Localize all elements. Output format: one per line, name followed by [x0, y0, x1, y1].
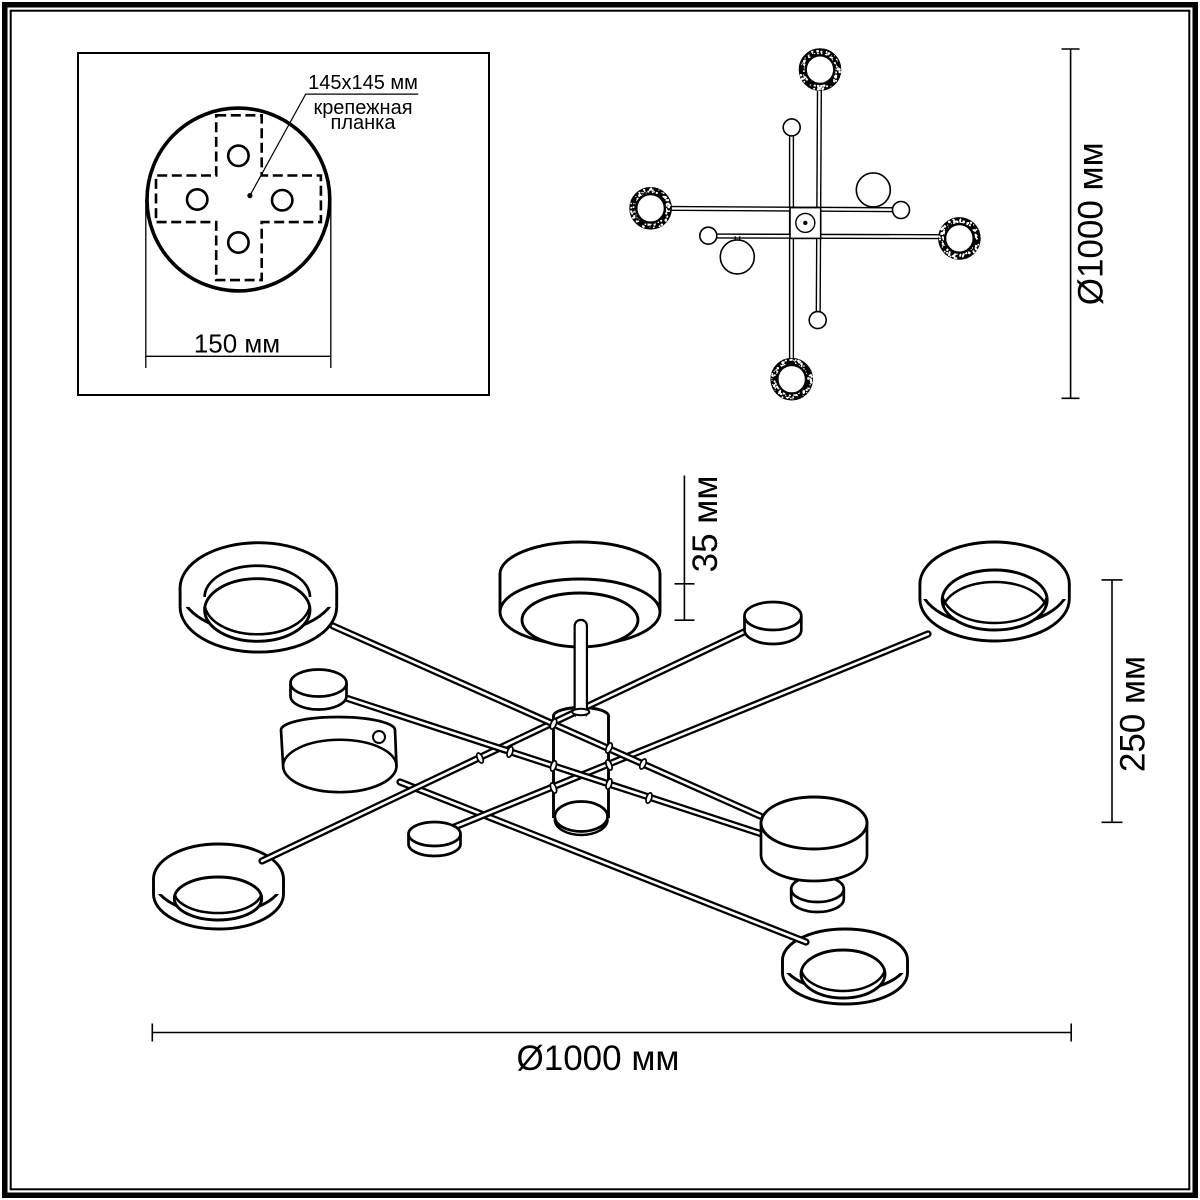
- svg-text:145x145 мм: 145x145 мм: [308, 72, 418, 94]
- svg-text:250 мм: 250 мм: [1114, 656, 1153, 772]
- svg-text:Ø1000 мм: Ø1000 мм: [1071, 142, 1110, 305]
- svg-text:150 мм: 150 мм: [194, 329, 280, 359]
- svg-text:крепежная: крепежная: [313, 97, 412, 119]
- svg-text:35 мм: 35 мм: [686, 476, 725, 573]
- svg-text:Ø1000 мм: Ø1000 мм: [517, 1039, 680, 1078]
- svg-text:планка: планка: [331, 112, 397, 134]
